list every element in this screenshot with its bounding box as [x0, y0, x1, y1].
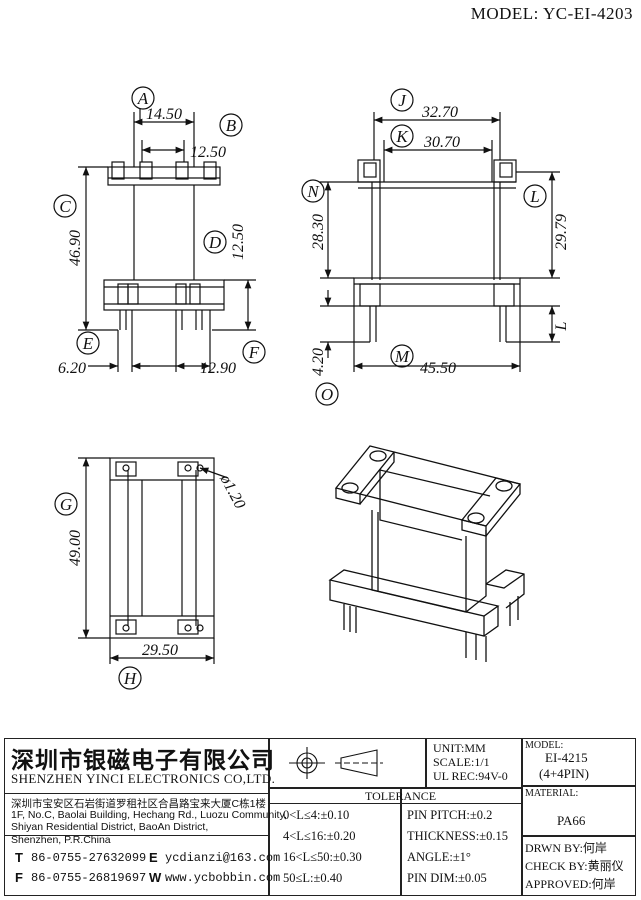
label-n: N	[306, 182, 320, 201]
side-view	[301, 88, 560, 406]
dim-b: 12.50	[190, 144, 226, 161]
dim-e: 6.20	[58, 360, 86, 377]
label-f: F	[248, 343, 260, 362]
checked-by: CHECK BY:黄丽仪	[525, 859, 624, 873]
email-address: ycdianzi@163.com	[165, 851, 281, 865]
projection-symbol-icon	[289, 747, 383, 779]
scale: SCALE:1/1	[433, 755, 490, 769]
spec-thickness: THICKNESS:±0.15	[407, 829, 508, 843]
address-cn: 深圳市宝安区石岩街道罗租社区合昌路宝来大厦C栋1楼	[11, 798, 266, 810]
label-b: B	[226, 116, 237, 135]
model-value: EI-4215	[545, 750, 588, 765]
label-a: A	[137, 89, 149, 108]
label-d: D	[208, 233, 222, 252]
web-address: www.ycbobbin.com	[165, 871, 281, 885]
bottom-view	[54, 457, 229, 690]
front-view	[53, 86, 266, 372]
tolerance-2: 4<L≤16:±0.20	[283, 829, 356, 843]
dim-n: 28.30	[310, 214, 327, 250]
dim-o: 4.20	[310, 348, 327, 376]
label-c: C	[59, 197, 71, 216]
company-name-cn: 深圳市银磁电子有限公司	[11, 748, 275, 773]
fax-label: F	[15, 870, 23, 885]
tolerance-1: 0<L≤4:±0.10	[283, 808, 350, 822]
dim-d: 12.50	[230, 224, 247, 260]
fax-number: 86-0755-26819697	[31, 871, 147, 885]
dim-pin: ø1.20	[216, 471, 248, 512]
label-l: L	[529, 187, 539, 206]
label-j: J	[398, 91, 407, 110]
model-header: MODEL: YC-EI-4203	[470, 4, 633, 23]
material-value: PA66	[557, 813, 586, 828]
dim-l: 29.79	[553, 214, 570, 250]
tel-label: T	[15, 850, 23, 865]
model-label: MODEL:	[525, 740, 564, 751]
label-o: O	[321, 385, 333, 404]
dim-k: 30.70	[423, 134, 460, 151]
label-h: H	[123, 669, 138, 688]
dim-h: 29.50	[142, 642, 178, 659]
label-g: G	[60, 495, 72, 514]
web-label: W	[149, 870, 162, 885]
spec-pin-pitch: PIN PITCH:±0.2	[407, 808, 493, 822]
dim-f: 12.90	[200, 360, 236, 377]
spec-angle: ANGLE:±1°	[407, 850, 471, 864]
label-e: E	[82, 334, 94, 353]
isometric-view	[328, 445, 525, 662]
material-label: MATERIAL:	[525, 788, 579, 799]
ul-rec: UL REC:94V-0	[433, 769, 508, 783]
tel-number: 86-0755-27632099	[31, 851, 147, 865]
label-m: M	[394, 347, 410, 366]
dim-j: 32.70	[421, 104, 458, 121]
address-en-line1: 1F, No.C, Baolai Building, Hechang Rd., …	[11, 809, 287, 821]
dim-a: 14.50	[146, 106, 182, 123]
unit: UNIT:MM	[433, 741, 486, 755]
address-en-line2: Shiyan Residential District, BaoAn Distr…	[11, 821, 209, 833]
approved-by: APPROVED:何岸	[525, 877, 616, 891]
title-block: 深圳市银磁电子有限公司 SHENZHEN YINCI ELECTRONICS C…	[4, 738, 636, 896]
dim-g: 49.00	[67, 530, 84, 566]
label-k: K	[395, 127, 409, 146]
drawn-by: DRWN BY:何岸	[525, 841, 607, 855]
model-pins: (4+4PIN)	[539, 766, 589, 781]
technical-drawing: A B C D E F 14.50 12.50 46.90 12.50 6.20…	[53, 86, 570, 690]
tolerance-title: TOLERANCE	[365, 789, 437, 803]
address-en-line3: Shenzhen, P.R.China	[11, 834, 111, 846]
spec-pin-dim: PIN DIM:±0.05	[407, 871, 487, 885]
email-label: E	[149, 850, 158, 865]
dim-c: 46.90	[67, 230, 84, 266]
company-name-en: SHENZHEN YINCI ELECTRONICS CO,LTD.	[11, 771, 276, 786]
tolerance-4: 50≤L:±0.40	[283, 871, 343, 885]
dim-m: 45.50	[420, 360, 456, 377]
tolerance-3: 16<L≤50:±0.30	[283, 850, 362, 864]
dim-l-small: L	[553, 321, 570, 331]
